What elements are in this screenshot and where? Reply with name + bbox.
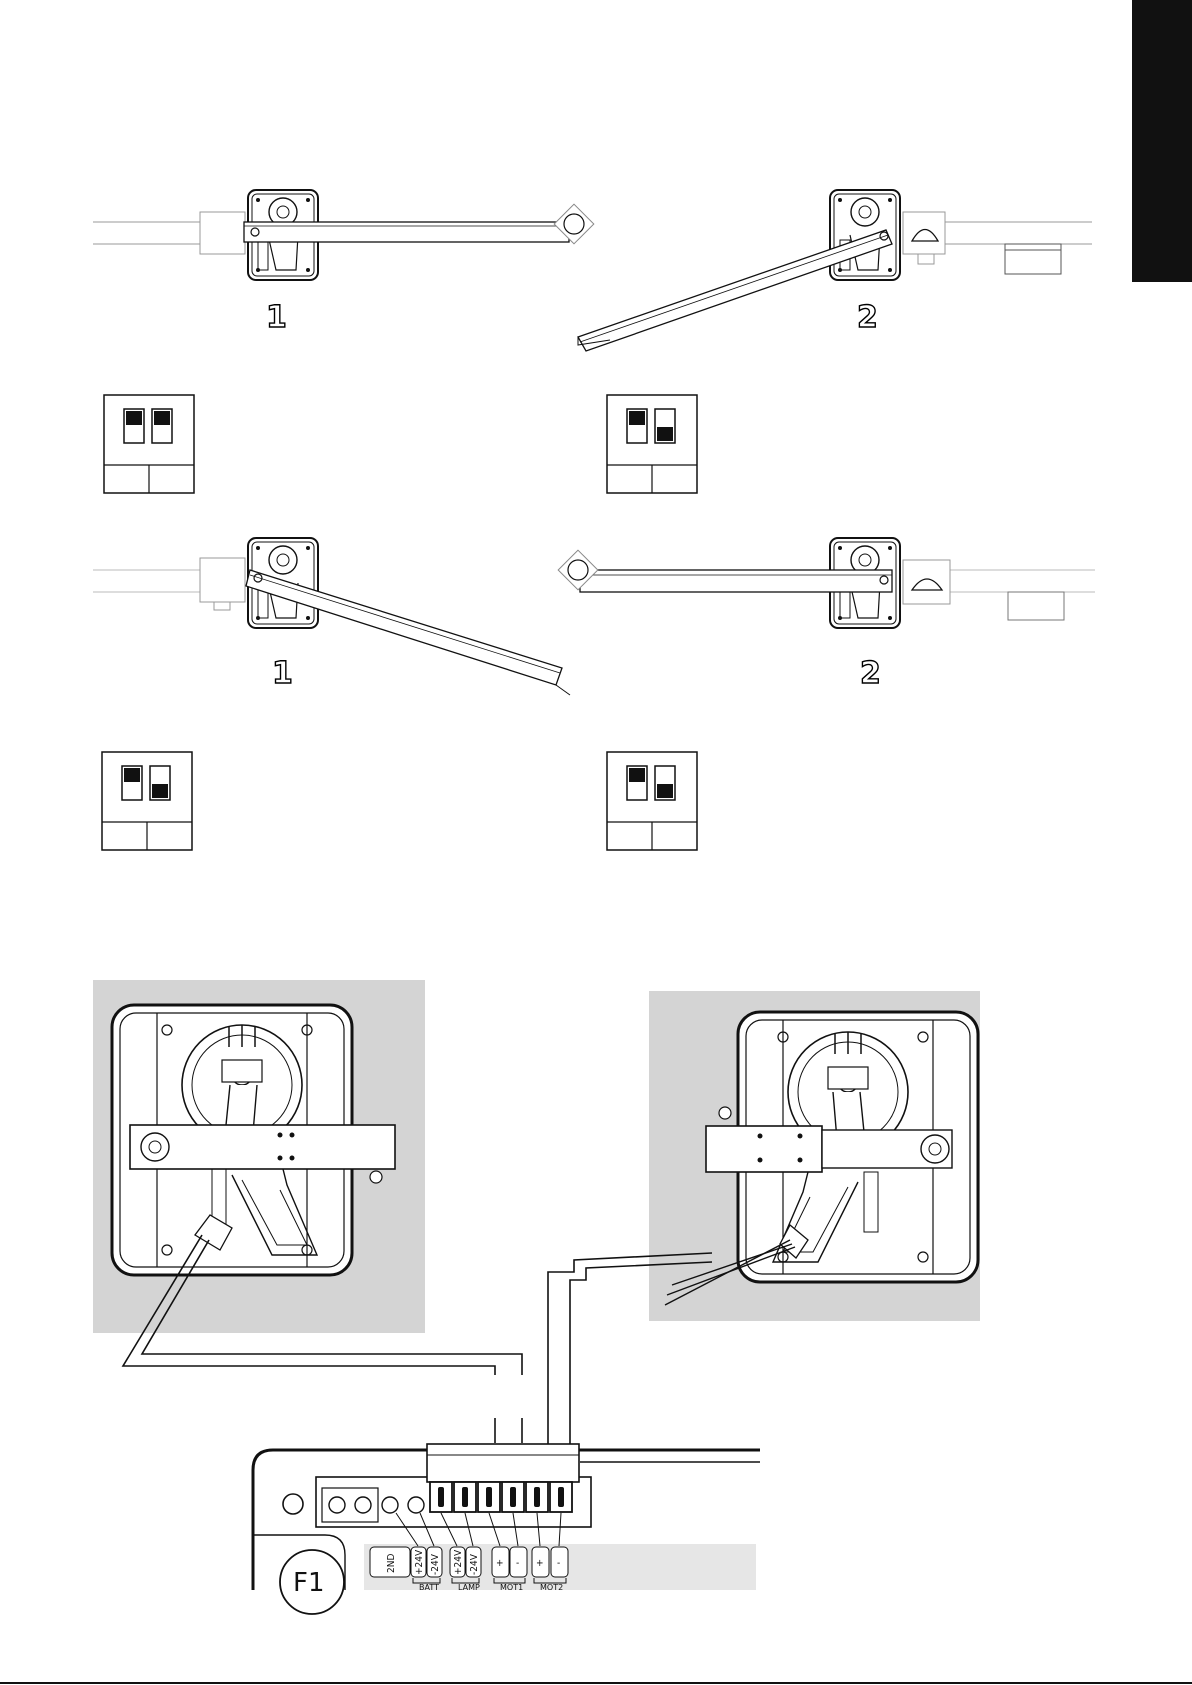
- scene-bottom-right: [558, 538, 1095, 628]
- terminal-2nd: 2ND: [370, 1547, 410, 1577]
- terminal-batt-neg: -24V: [427, 1547, 442, 1577]
- scene-label-bottom-right: 2: [860, 656, 881, 691]
- dip-lever-b: [657, 427, 673, 441]
- group-label-mot1: MOT1: [500, 1583, 523, 1592]
- fuse-label: F1: [293, 1568, 325, 1598]
- dip-lever-a: [126, 411, 142, 425]
- terminal-batt-pos: +24V: [411, 1547, 426, 1577]
- terminal-mot2-neg: -: [551, 1547, 568, 1577]
- terminal-label: +24V: [453, 1549, 464, 1575]
- terminal-label: -: [516, 1558, 519, 1569]
- terminal-label: +: [536, 1558, 544, 1569]
- terminal-mot1-neg: -: [510, 1547, 527, 1577]
- scene-top-right: [578, 190, 1092, 351]
- terminal-label: 2ND: [386, 1554, 397, 1573]
- terminal-label: +24V: [414, 1549, 425, 1575]
- side-tab: [1132, 0, 1192, 282]
- dip-lever-b: [657, 784, 673, 798]
- dip-lever-a: [629, 411, 645, 425]
- terminal-mot1-pos: +: [492, 1547, 509, 1577]
- group-label-mot2: MOT2: [540, 1583, 563, 1592]
- group-label-lamp: LAMP: [458, 1583, 480, 1592]
- terminal-label: -24V: [469, 1553, 480, 1575]
- terminal-label: -24V: [430, 1553, 441, 1575]
- terminal-row: 2ND +24V -24V +24V -24V + - +: [370, 1547, 568, 1577]
- group-label-batt: BATT: [419, 1583, 439, 1592]
- operator-panel-left: [93, 980, 425, 1333]
- scene-label-top-right: 2: [857, 300, 878, 335]
- dip-lever-a: [124, 768, 140, 782]
- terminal-mot2-pos: +: [532, 1547, 549, 1577]
- dip-lever-b: [152, 784, 168, 798]
- terminal-lamp-neg: -24V: [466, 1547, 481, 1577]
- scene-top-left: [93, 190, 594, 280]
- scene-label-top-left: 1: [266, 300, 287, 335]
- dip-lever-b: [154, 411, 170, 425]
- scene-bottom-left: [93, 538, 570, 695]
- terminal-label: +: [496, 1558, 504, 1569]
- dip-switch-top-left: [104, 395, 194, 493]
- dip-switch-top-right: [607, 395, 697, 493]
- terminal-leaders: [396, 1513, 561, 1546]
- dip-lever-a: [629, 768, 645, 782]
- dip-switch-bottom-right: [607, 752, 697, 850]
- scene-label-bottom-left: 1: [272, 656, 293, 691]
- terminal-label: -: [557, 1558, 560, 1569]
- operator-panel-right: [649, 991, 980, 1321]
- terminal-lamp-pos: +24V: [450, 1547, 465, 1577]
- dip-switch-bottom-left: [102, 752, 192, 850]
